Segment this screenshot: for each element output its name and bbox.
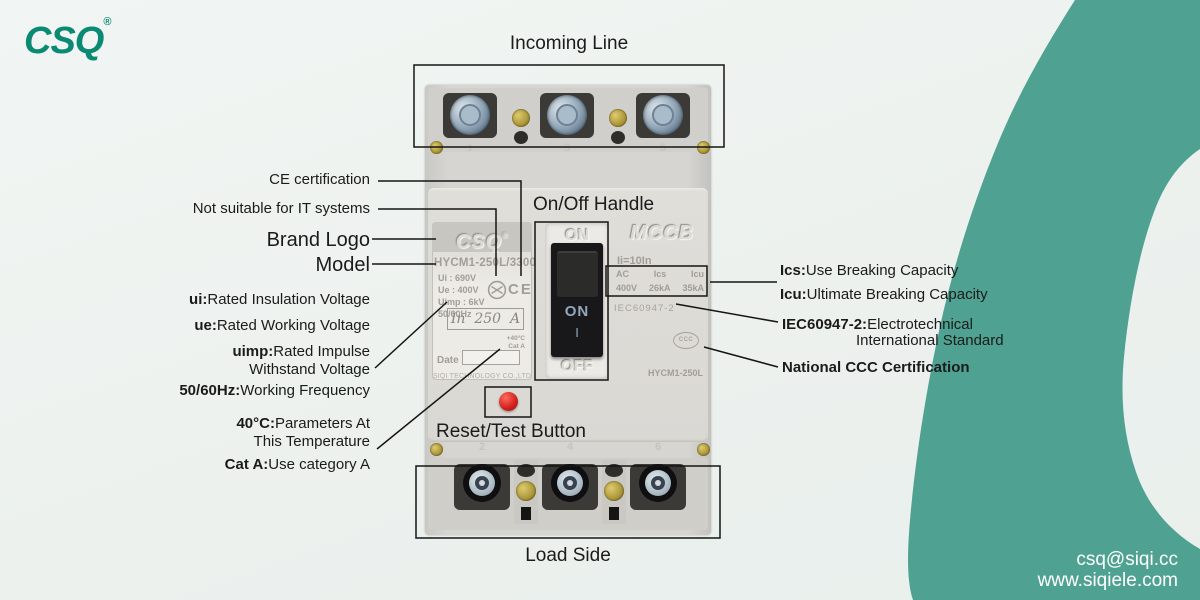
load-terminal — [463, 464, 501, 502]
terminal-slot — [609, 507, 619, 520]
callout-temperature: 40°C:Parameters At — [236, 415, 370, 432]
callout-temperature-line2: This Temperature — [253, 433, 370, 450]
registered-mark: ® — [103, 16, 112, 28]
panel-standard: IEC60947-2 — [614, 303, 675, 314]
contact-email: csq@siqi.cc — [1076, 549, 1178, 570]
callout-model: Model — [315, 254, 370, 276]
no-it-systems-icon — [487, 280, 507, 300]
ccc-mark-icon: CCC — [673, 332, 699, 349]
terminal-screw — [450, 95, 490, 135]
panel-model-short: HYCM1-250L — [648, 368, 704, 378]
terminal-screw — [643, 95, 683, 135]
toggle-pole-text: I — [575, 325, 579, 340]
toggle-on-text: ON — [564, 303, 590, 320]
callout-icu: Icu:Ultimate Breaking Capacity — [780, 286, 988, 303]
callout-ce-certification: CE certification — [269, 171, 370, 188]
panel-instantaneous: Ii=10In — [617, 255, 652, 267]
title-on-off-handle: On/Off Handle — [533, 194, 655, 215]
contact-website: www.siqiele.com — [1037, 570, 1178, 591]
fixing-screw — [516, 481, 536, 501]
callout-brand-logo: Brand Logo — [266, 229, 370, 251]
callout-ui: ui:Rated Insulation Voltage — [189, 291, 370, 308]
load-terminal — [639, 464, 677, 502]
toggle-grip — [557, 251, 598, 297]
nameplate-model: HYCM1-250L/3300 — [434, 257, 537, 269]
case-screw — [430, 443, 443, 456]
pole-number: 3 — [563, 142, 571, 154]
label-category: Cat A — [508, 343, 525, 350]
nameplate-brand: CSQ® — [432, 222, 532, 253]
terminal-hole — [611, 131, 625, 144]
fixing-screw — [609, 109, 627, 127]
case-screw — [430, 141, 443, 154]
load-terminal — [551, 464, 589, 502]
spec-ue: Ue : 400V — [438, 285, 479, 295]
callout-uimp-line2: Withstand Voltage — [249, 361, 370, 378]
pole-number: 4 — [566, 441, 574, 453]
callout-ue: ue:Rated Working Voltage — [194, 317, 370, 334]
title-reset-test-button: Reset/Test Button — [436, 421, 586, 442]
breaking-capacity-headers: AC Ics Icu — [616, 269, 704, 279]
brand-logo: CSQ® — [24, 16, 111, 63]
spec-ui: Ui : 690V — [438, 273, 477, 283]
pole-number: 1 — [466, 142, 474, 154]
rated-current-box: In 250 A — [447, 308, 524, 330]
callout-iec-line2: International Standard — [856, 332, 1004, 349]
callout-not-for-it-systems: Not suitable for IT systems — [192, 200, 370, 217]
callout-iec: IEC60947-2:Electrotechnical — [782, 316, 973, 333]
terminal-hole — [517, 464, 535, 477]
reset-test-button — [499, 392, 518, 411]
terminal-slot — [521, 507, 531, 520]
spec-freq: 50/60Hz — [438, 309, 472, 319]
line-ccc — [703, 346, 779, 368]
date-box — [462, 350, 520, 365]
terminal-screw — [547, 95, 587, 135]
handle-off-embossed: OFF — [561, 358, 593, 375]
ce-mark: CE — [508, 281, 533, 298]
callout-ics: Ics:Use Breaking Capacity — [780, 262, 959, 279]
fixing-screw — [604, 481, 624, 501]
pole-number: 5 — [659, 142, 667, 154]
panel-type: MCCB — [630, 222, 694, 244]
callout-category: Cat A:Use category A — [224, 456, 370, 473]
title-incoming-line: Incoming Line — [509, 33, 629, 54]
brand-logo-text: CSQ — [24, 20, 104, 62]
case-screw — [697, 141, 710, 154]
callout-national-ccc: National CCC Certification — [782, 359, 970, 376]
callout-uimp: uimp:Rated Impulse — [232, 343, 370, 360]
pole-number: 6 — [654, 441, 662, 453]
breaking-capacity-values: 400V 26kA 35kA — [616, 283, 704, 293]
spec-uimp: Uimp : 6kV — [438, 297, 485, 307]
case-screw — [697, 443, 710, 456]
callout-frequency: 50/60Hz:Working Frequency — [179, 382, 370, 399]
terminal-hole — [605, 464, 623, 477]
company-name: SIQI TECHNOLOGY CO.,LTD — [432, 373, 532, 380]
label-temp: +40°C — [506, 335, 525, 342]
fixing-screw — [512, 109, 530, 127]
title-load-side: Load Side — [525, 545, 611, 566]
terminal-hole — [514, 131, 528, 144]
